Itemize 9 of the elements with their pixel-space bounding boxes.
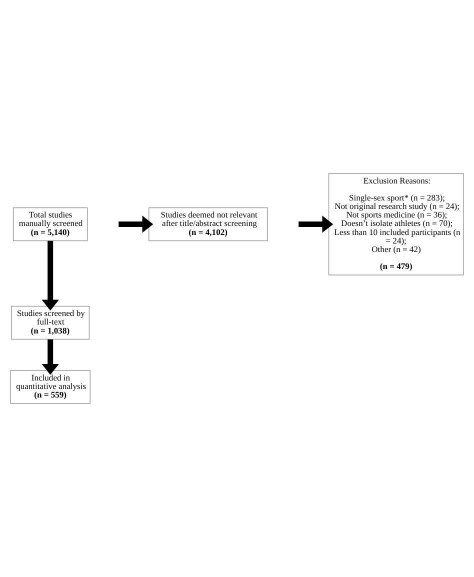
arrow <box>298 216 334 233</box>
arrow <box>118 216 154 233</box>
node-box: Studies deemed not relevant after title/abstract screening (n = 4,102) <box>148 207 268 242</box>
arrow <box>42 339 59 375</box>
node-box: Total studies manually screened (n = 5,140) <box>12 207 88 242</box>
node-box: Included in quantitative analysis (n = 559) <box>10 370 90 404</box>
node-box: Exclusion Reasons: Single-sex sport* (n = 283); Not original research study (n = 24); Not sports medicine (n = 36); Doesn’t isolate athletes (n = 70); Less than 10 included participants (n = 24); Other (n = 42) (n = 479) <box>328 173 464 276</box>
node-box: Studies screened by full-text (n = 1,038) <box>11 306 90 340</box>
arrow <box>42 240 59 311</box>
